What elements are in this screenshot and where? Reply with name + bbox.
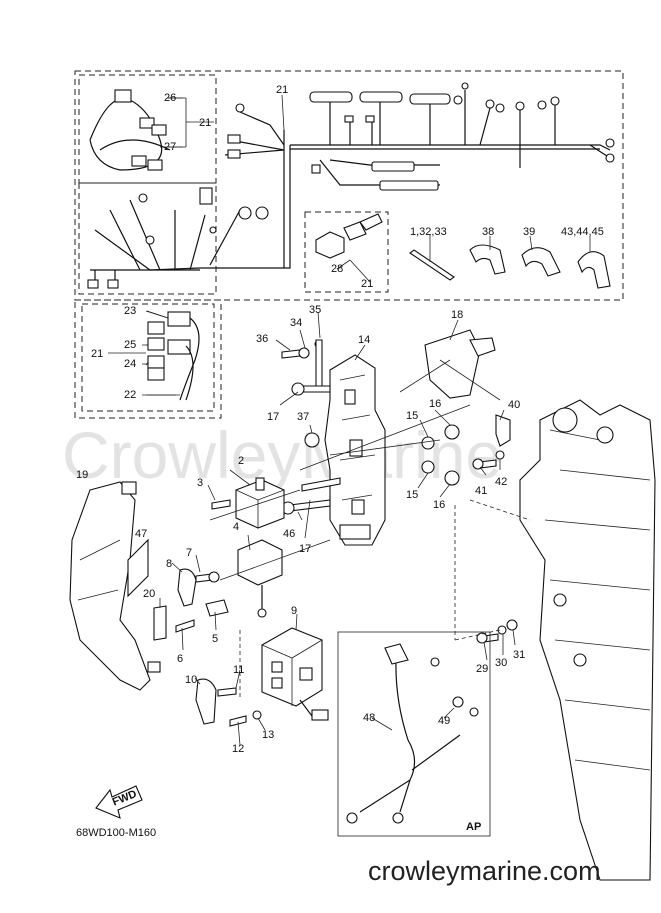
relay-group-box bbox=[74, 299, 222, 419]
callout-5: 5 bbox=[212, 633, 218, 645]
callout-38: 38 bbox=[482, 226, 494, 238]
callout-16-a: 16 bbox=[429, 398, 441, 410]
callout-17-a: 17 bbox=[267, 411, 279, 423]
callout-3: 3 bbox=[197, 477, 203, 489]
diagram-code: 68WD100-M160 bbox=[76, 827, 156, 839]
callout-21-d: 21 bbox=[91, 348, 103, 360]
callout-20: 20 bbox=[143, 588, 155, 600]
callout-14: 14 bbox=[358, 334, 370, 346]
label-part-47 bbox=[127, 538, 149, 598]
callout-47: 47 bbox=[135, 528, 147, 540]
callout-26: 26 bbox=[164, 92, 176, 104]
callout-43-44-45: 43,44,45 bbox=[561, 226, 604, 238]
callout-2: 2 bbox=[238, 455, 244, 467]
engine-block bbox=[519, 399, 656, 881]
callout-34: 34 bbox=[290, 317, 302, 329]
callout-36: 36 bbox=[256, 333, 268, 345]
sub-harness-top-left bbox=[89, 89, 195, 171]
callout-15-a: 15 bbox=[406, 410, 418, 422]
callout-7: 7 bbox=[186, 547, 192, 559]
sub-harness-mid-left bbox=[87, 187, 269, 289]
clip-part-5 bbox=[205, 599, 229, 617]
callout-18: 18 bbox=[451, 309, 463, 321]
callout-42: 42 bbox=[495, 476, 507, 488]
callout-19: 19 bbox=[76, 469, 88, 481]
clamp-parts-row bbox=[409, 235, 611, 289]
bolt-part-49 bbox=[452, 696, 464, 708]
rectifier-part-4 bbox=[237, 539, 283, 618]
bracket-part-18 bbox=[399, 329, 501, 401]
fwd-arrow: FWD bbox=[95, 785, 143, 819]
callout-labels: 26 21 27 21 1,32,33 38 39 43,44,45 28 21… bbox=[76, 84, 604, 755]
callout-46: 46 bbox=[283, 528, 295, 540]
callout-23: 23 bbox=[124, 305, 136, 317]
main-wire-harness bbox=[200, 82, 615, 269]
relay-harness bbox=[145, 310, 200, 401]
callout-49: 49 bbox=[438, 715, 450, 727]
callout-12: 12 bbox=[232, 743, 244, 755]
callout-39: 39 bbox=[523, 226, 535, 238]
cdi-unit-part-9 bbox=[261, 627, 329, 721]
callout-leaders bbox=[108, 94, 516, 746]
subgroup-box-top-left bbox=[78, 74, 217, 184]
relay-subgroup-box bbox=[81, 303, 215, 412]
battery-cable-48 bbox=[346, 643, 479, 824]
callout-22: 22 bbox=[124, 389, 136, 401]
leader-lines bbox=[209, 404, 531, 700]
callout-41: 41 bbox=[475, 485, 487, 497]
callout-16-b: 16 bbox=[433, 499, 445, 511]
callout-29: 29 bbox=[476, 663, 488, 675]
callout-37: 37 bbox=[297, 411, 309, 423]
clamp-part-8 bbox=[177, 568, 197, 607]
connector-part-28 bbox=[315, 213, 383, 283]
bracket-part-14 bbox=[324, 354, 386, 546]
callout-25: 25 bbox=[124, 339, 136, 351]
callout-10: 10 bbox=[185, 674, 197, 686]
callout-8: 8 bbox=[166, 558, 172, 570]
holder-part-20 bbox=[153, 605, 167, 641]
callout-35: 35 bbox=[309, 304, 321, 316]
callout-31: 31 bbox=[513, 649, 525, 661]
harness-group-box bbox=[74, 70, 624, 301]
relay-part-2 bbox=[235, 477, 285, 529]
callout-9: 9 bbox=[291, 605, 297, 617]
fasteners bbox=[175, 339, 518, 727]
cover-part-19 bbox=[69, 481, 161, 691]
callout-28: 28 bbox=[331, 263, 343, 275]
callout-13: 13 bbox=[262, 729, 274, 741]
callout-4: 4 bbox=[233, 521, 239, 533]
callout-11: 11 bbox=[233, 664, 244, 676]
callout-21-c: 21 bbox=[361, 278, 373, 290]
callout-24: 24 bbox=[124, 358, 136, 370]
watermark-text: CrowleyMarine bbox=[62, 418, 502, 492]
callout-6: 6 bbox=[177, 653, 183, 665]
callout-27: 27 bbox=[164, 141, 176, 153]
callout-40: 40 bbox=[508, 399, 520, 411]
clamp-part-10 bbox=[195, 678, 217, 725]
ap-label: AP bbox=[466, 821, 481, 833]
callout-17-b: 17 bbox=[299, 543, 311, 555]
callout-21-b: 21 bbox=[276, 84, 288, 96]
callout-30: 30 bbox=[495, 657, 507, 669]
callout-1-32-33: 1,32,33 bbox=[410, 226, 447, 238]
callout-21-a: 21 bbox=[199, 117, 211, 129]
ap-box bbox=[337, 631, 491, 837]
subgroup-box-connector bbox=[304, 211, 389, 293]
footer-url: crowleymarine.com bbox=[368, 856, 601, 886]
callout-48: 48 bbox=[363, 712, 375, 724]
subgroup-box-mid-left bbox=[78, 182, 217, 295]
callout-15-b: 15 bbox=[406, 489, 418, 501]
